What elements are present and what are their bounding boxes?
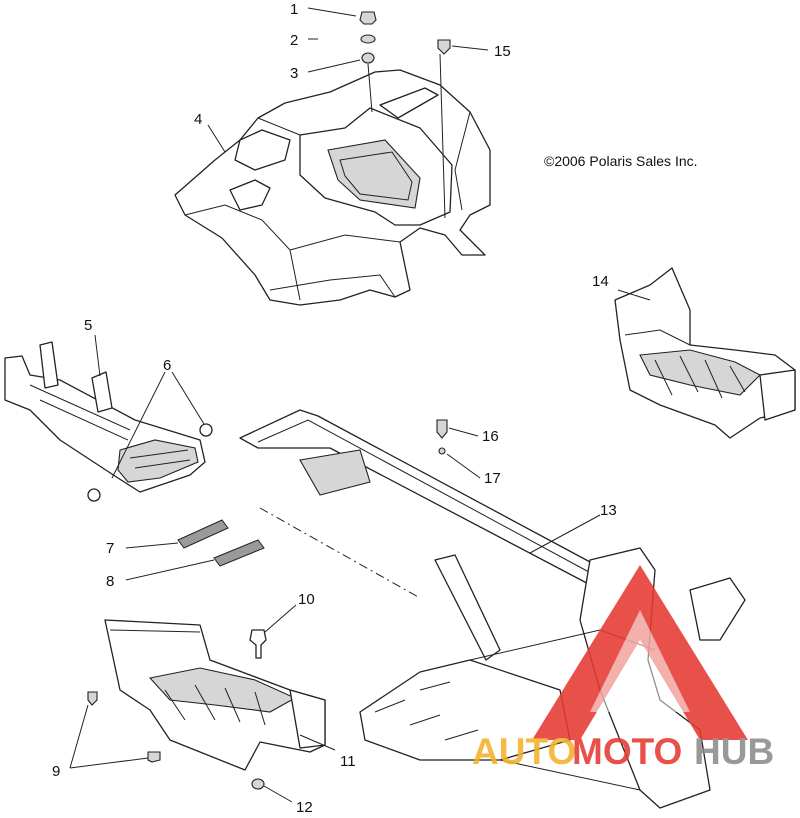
callout-17: 17: [484, 470, 501, 487]
callout-4: 4: [194, 111, 202, 128]
left-footrest-bracket: [4, 341, 213, 502]
callout-7: 7: [106, 540, 114, 557]
bolt-10: [249, 629, 267, 659]
watermark-text-hub: HUB: [694, 731, 774, 772]
right-footwell: [614, 267, 796, 439]
bolt-1: [359, 11, 377, 25]
callout-8: 8: [106, 573, 114, 590]
callout-9: 9: [52, 763, 60, 780]
push-rivet-9a: [87, 691, 98, 706]
leader-lines: [69, 7, 651, 803]
left-footwell: [104, 619, 326, 771]
alignment-lines: [259, 507, 421, 599]
callout-14: 14: [592, 273, 609, 290]
callout-16: 16: [482, 428, 499, 445]
copyright-notice: ©2006 Polaris Sales Inc.: [544, 153, 698, 169]
callout-13: 13: [600, 502, 617, 519]
watermark-text-auto: AUTO: [472, 731, 576, 772]
callout-2: 2: [290, 32, 298, 49]
nut-3: [361, 52, 375, 64]
push-rivet-15: [437, 39, 451, 55]
callout-10: 10: [298, 591, 315, 608]
footrest-grip-upper: [177, 519, 229, 549]
footrest-grip-lower: [213, 539, 265, 567]
callout-12: 12: [296, 799, 313, 816]
callout-1: 1: [290, 1, 298, 18]
rear-fender: [174, 69, 491, 306]
clip-17: [438, 447, 446, 455]
callout-6: 6: [163, 357, 171, 374]
watermark-triangle-icon: [532, 565, 748, 740]
callout-labels: 1 2 3 4 5 6 7 8 9 10 11 12 13 14 15 16 1…: [52, 1, 617, 816]
watermark-logo: AUTO MOTO HUB: [472, 565, 774, 772]
callout-3: 3: [290, 65, 298, 82]
nut-12: [251, 778, 265, 790]
callout-5: 5: [84, 317, 92, 334]
washer-2: [360, 34, 376, 44]
push-rivet-9b: [147, 751, 161, 763]
callout-15: 15: [494, 43, 511, 60]
screw-16: [436, 419, 448, 439]
watermark-text-moto: MOTO: [572, 731, 682, 772]
callout-11: 11: [340, 753, 356, 770]
